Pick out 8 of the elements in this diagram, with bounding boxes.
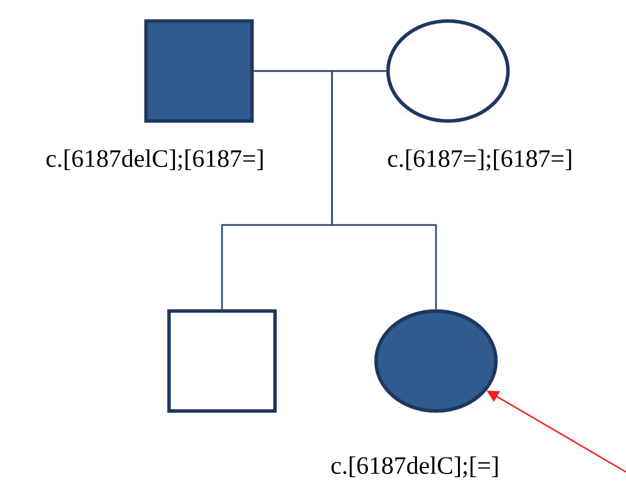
circle-symbol — [386, 19, 510, 123]
square-symbol — [144, 19, 254, 123]
descent-line — [331, 70, 437, 310]
genotype-label: c.[6187delC];[6187=] — [46, 149, 263, 171]
square-symbol — [167, 309, 277, 413]
genotype-label: c.[6187=];[6187=] — [388, 149, 572, 171]
circle-symbol — [374, 309, 498, 413]
genotype-label: c.[6187delC];[=] — [332, 456, 498, 478]
